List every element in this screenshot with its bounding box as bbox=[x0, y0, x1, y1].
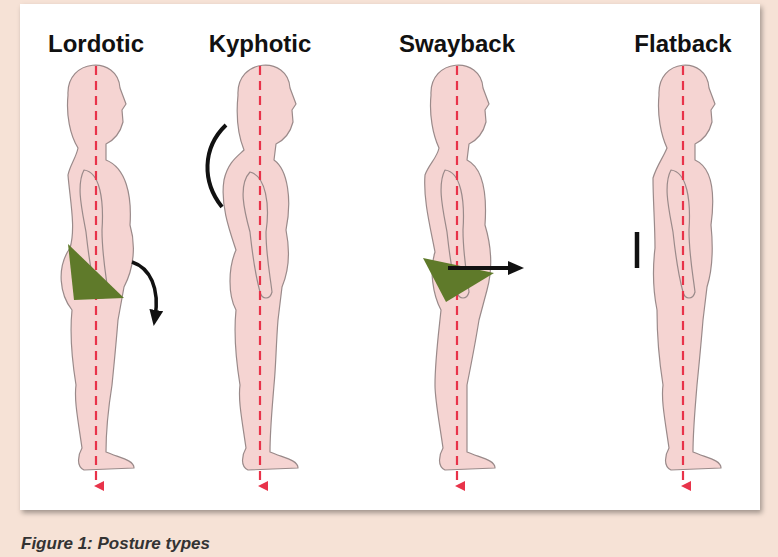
posture-label: Swayback bbox=[399, 30, 515, 58]
pelvis-tilt-marker bbox=[68, 244, 124, 300]
posture-label: Lordotic bbox=[48, 30, 144, 58]
lordotic-figure bbox=[61, 65, 134, 470]
curve-mark bbox=[207, 125, 226, 207]
tilt-arrow bbox=[132, 262, 156, 318]
pelvis-tilt-marker bbox=[423, 258, 494, 302]
plumb-line bbox=[96, 66, 683, 486]
figure-caption: Figure 1: Posture types bbox=[21, 534, 210, 554]
flat-mark bbox=[635, 232, 640, 268]
flatback-figure bbox=[653, 65, 721, 470]
shift-arrow bbox=[448, 266, 516, 270]
posture-label: Kyphotic bbox=[209, 30, 312, 58]
posture-label: Flatback bbox=[634, 30, 731, 58]
